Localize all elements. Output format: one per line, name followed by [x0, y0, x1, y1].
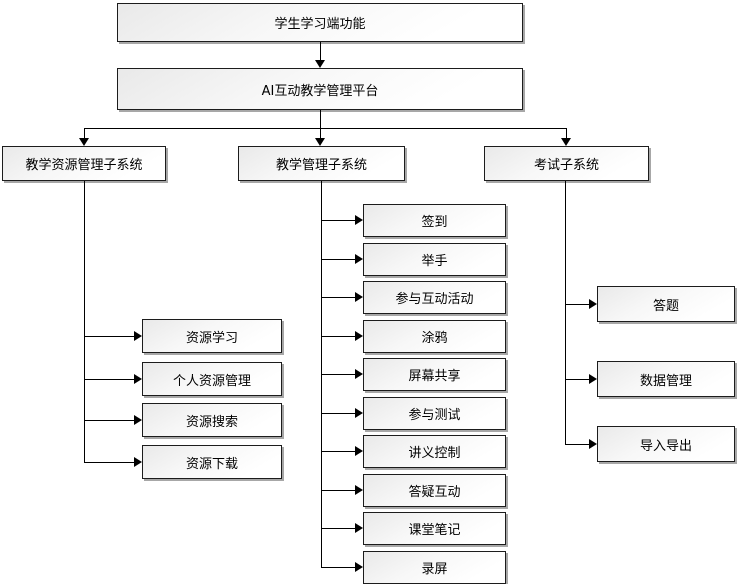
node-interactive-activity-label: 参与互动活动: [395, 292, 474, 307]
node-screen-share: 屏幕共享: [363, 358, 506, 391]
arrowhead-right-icon: [134, 457, 142, 467]
node-teaching-subsystem: 教学管理子系统: [238, 146, 405, 181]
connector-line: [321, 451, 356, 452]
node-sign-in-label: 签到: [421, 215, 448, 230]
arrowhead-right-icon: [589, 374, 597, 384]
connector-line: [321, 259, 356, 260]
connector-line: [321, 374, 356, 375]
node-handout-control: 讲义控制: [363, 435, 506, 468]
connector-line: [321, 528, 356, 529]
connector-branch-line: [84, 128, 567, 129]
node-import-export: 导入导出: [597, 426, 735, 462]
node-student-terminal: 学生学习端功能: [117, 3, 523, 42]
connector-line: [321, 220, 356, 221]
node-raise-hand-label: 举手: [421, 254, 448, 269]
arrowhead-right-icon: [589, 299, 597, 309]
node-resource-search: 资源搜索: [142, 403, 282, 437]
connector-line: [84, 420, 135, 421]
arrowhead-down-icon: [315, 138, 325, 146]
arrowhead-right-icon: [355, 254, 363, 264]
node-answer-questions: 答题: [597, 286, 735, 322]
arrowhead-right-icon: [355, 292, 363, 302]
node-answer-questions-label: 答题: [652, 298, 679, 314]
node-screen-share-label: 屏幕共享: [408, 369, 461, 384]
node-screen-record-label: 录屏: [421, 562, 448, 577]
connector-drop-center-line: [320, 128, 321, 139]
node-student-terminal-label: 学生学习端功能: [274, 17, 366, 32]
connector-line: [565, 444, 590, 445]
node-personal-resource-mgmt-label: 个人资源管理: [172, 373, 251, 389]
connector-drop-left-line: [84, 128, 85, 139]
node-screen-record: 录屏: [363, 551, 506, 584]
node-exam-subsystem: 考试子系统: [484, 146, 649, 181]
arrowhead-right-icon: [589, 439, 597, 449]
node-interactive-activity: 参与互动活动: [363, 281, 506, 314]
connector-line: [321, 567, 356, 568]
arrowhead-right-icon: [134, 415, 142, 425]
node-personal-resource-mgmt: 个人资源管理: [142, 362, 282, 396]
arrowhead-right-icon: [355, 523, 363, 533]
connector-line: [84, 462, 135, 463]
connector-exam-trunk-line: [565, 181, 566, 444]
node-take-test-label: 参与测试: [408, 408, 461, 423]
arrowhead-right-icon: [355, 369, 363, 379]
connector-resource-trunk-line: [84, 181, 85, 462]
node-resource-subsystem-label: 教学资源管理子系统: [25, 158, 143, 173]
arrowhead-right-icon: [355, 331, 363, 341]
node-class-notes-label: 课堂笔记: [408, 523, 461, 538]
arrowhead-right-icon: [134, 331, 142, 341]
node-qa-interaction: 答疑互动: [363, 474, 506, 507]
node-resource-subsystem: 教学资源管理子系统: [2, 146, 166, 181]
node-ai-platform: AI互动教学管理平台: [117, 68, 523, 110]
node-sign-in: 签到: [363, 204, 506, 237]
connector-root-platform-line: [320, 42, 321, 61]
node-doodle: 涂鸦: [363, 320, 506, 353]
node-class-notes: 课堂笔记: [363, 512, 506, 545]
node-take-test: 参与测试: [363, 397, 506, 430]
arrowhead-right-icon: [355, 485, 363, 495]
connector-drop-right-line: [566, 128, 567, 139]
arrowhead-right-icon: [355, 562, 363, 572]
connector-line: [84, 336, 135, 337]
connector-line: [84, 379, 135, 380]
node-exam-subsystem-label: 考试子系统: [533, 158, 599, 173]
node-resource-download: 资源下载: [142, 445, 282, 479]
node-import-export-label: 导入导出: [639, 438, 692, 454]
arrowhead-right-icon: [134, 374, 142, 384]
arrowhead-down-icon: [315, 60, 325, 68]
connector-line: [321, 490, 356, 491]
node-teaching-subsystem-label: 教学管理子系统: [275, 158, 367, 173]
arrowhead-right-icon: [355, 446, 363, 456]
node-resource-download-label: 资源下载: [185, 456, 238, 472]
arrowhead-right-icon: [355, 215, 363, 225]
connector-platform-stem-line: [320, 110, 321, 128]
connector-line: [565, 304, 590, 305]
node-raise-hand: 举手: [363, 243, 506, 276]
connector-line: [565, 379, 590, 380]
node-resource-search-label: 资源搜索: [185, 414, 238, 430]
node-resource-learning-label: 资源学习: [185, 330, 238, 346]
node-resource-learning: 资源学习: [142, 319, 282, 353]
arrowhead-right-icon: [355, 408, 363, 418]
connector-line: [321, 413, 356, 414]
node-doodle-label: 涂鸦: [421, 331, 448, 346]
node-ai-platform-label: AI互动教学管理平台: [261, 83, 379, 99]
connector-line: [321, 336, 356, 337]
node-qa-interaction-label: 答疑互动: [408, 485, 461, 500]
node-data-management: 数据管理: [597, 361, 735, 397]
arrowhead-down-icon: [79, 138, 89, 146]
arrowhead-down-icon: [561, 138, 571, 146]
node-data-management-label: 数据管理: [639, 373, 692, 389]
node-handout-control-label: 讲义控制: [408, 446, 461, 461]
connector-line: [321, 297, 356, 298]
